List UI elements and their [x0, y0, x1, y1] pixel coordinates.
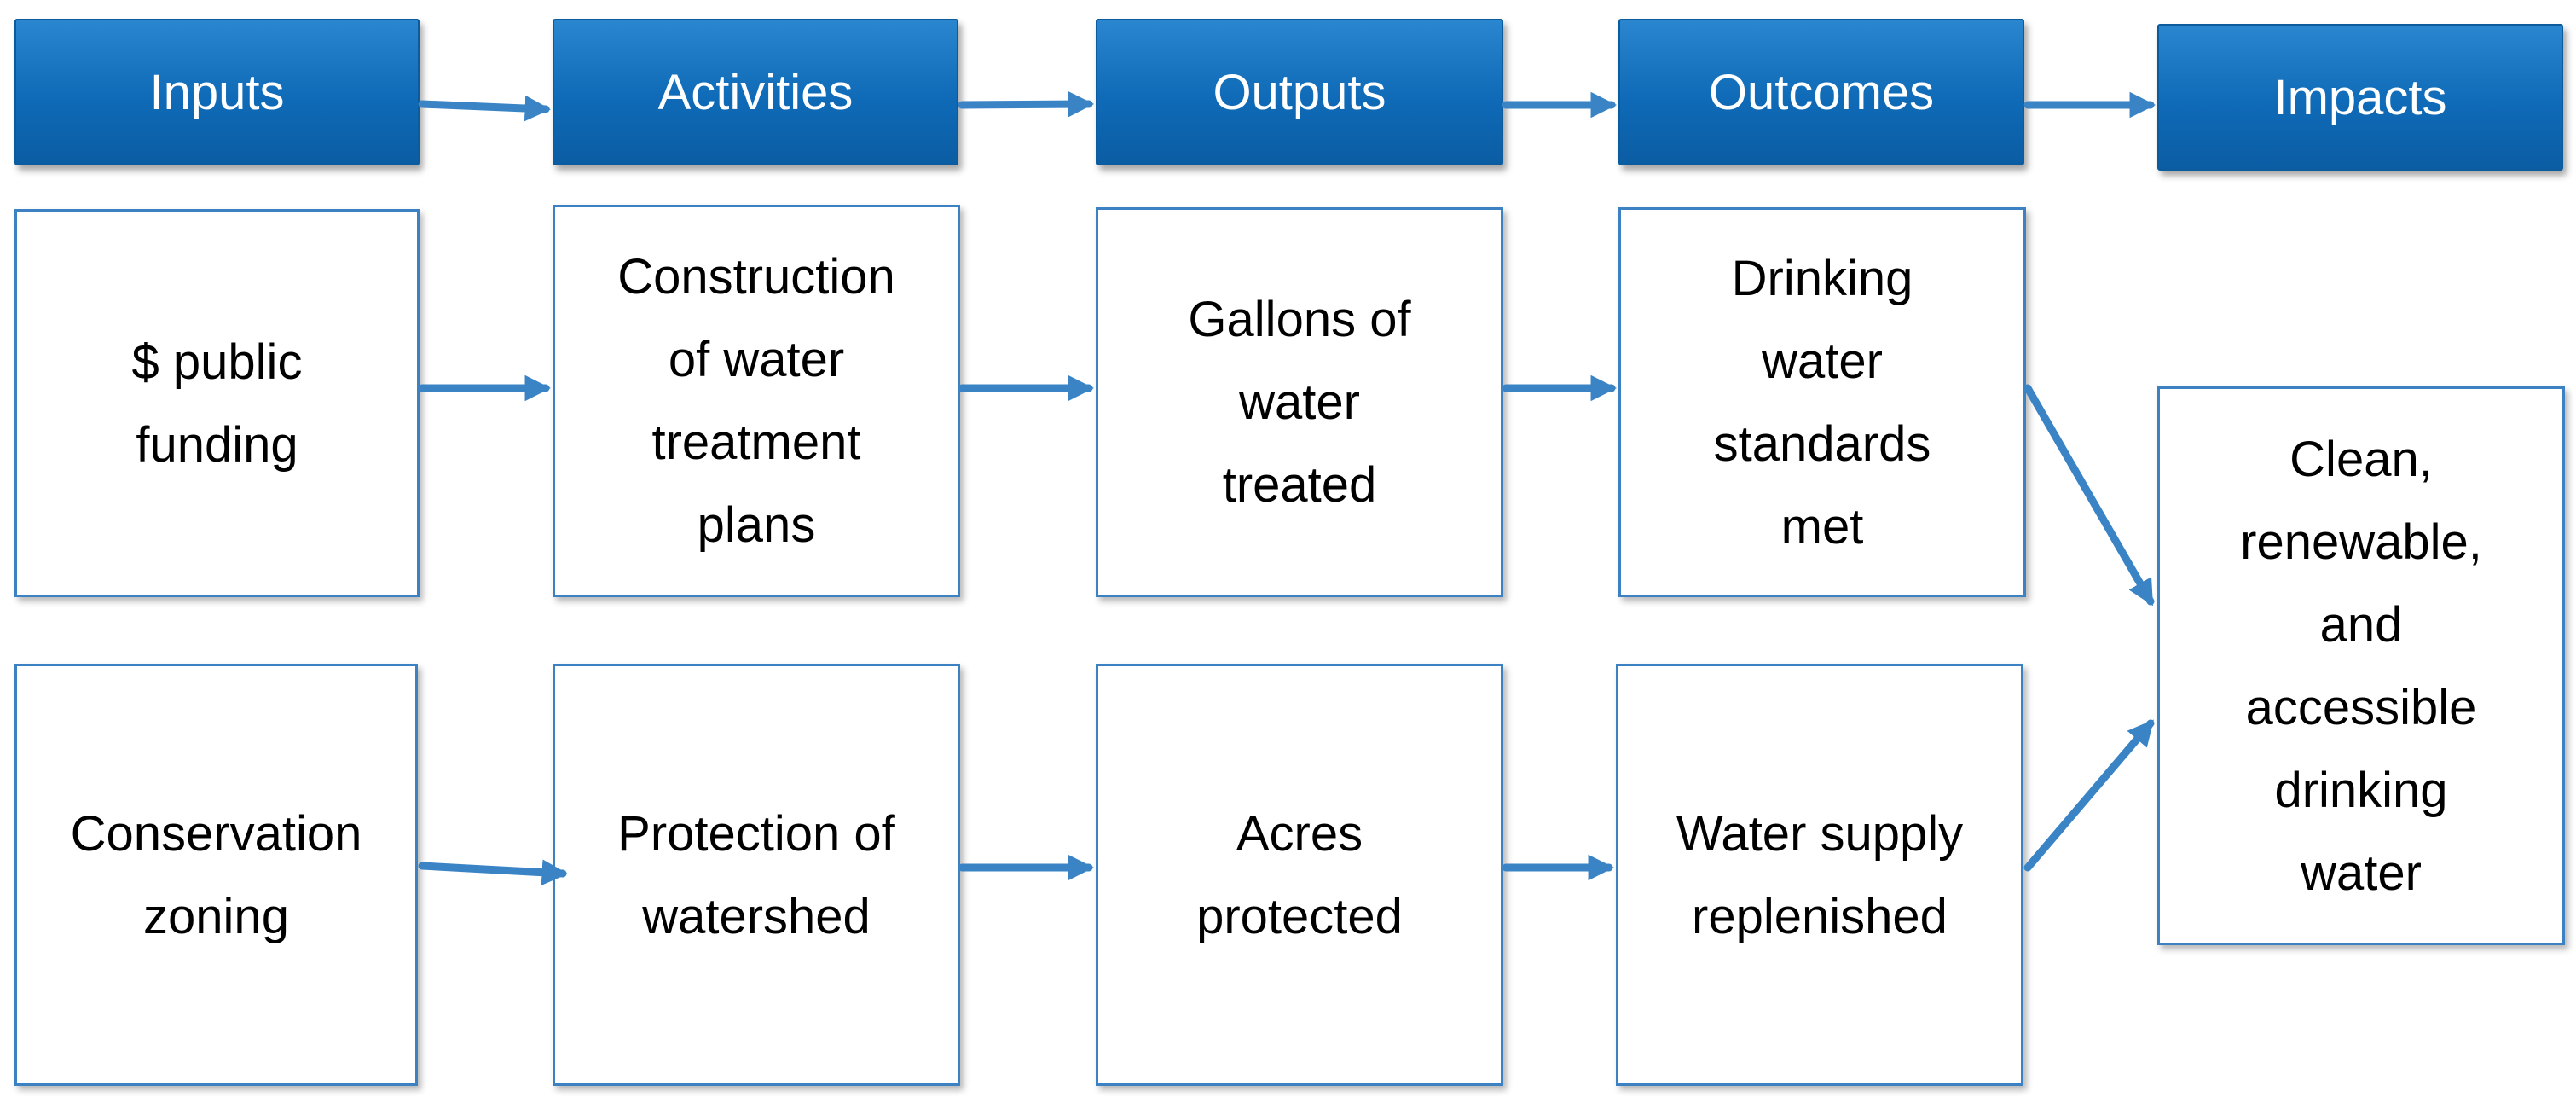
header-outputs: Outputs: [1096, 19, 1503, 165]
row1-activity-text: Construction of water treatment plans: [617, 249, 895, 553]
arrow-inputs-activities: [418, 95, 552, 122]
arrow-row2-input-activity: [418, 859, 569, 885]
row1-outcome-text: Drinking water standards met: [1713, 250, 1931, 554]
row2-activity-box: Protection of watershed: [553, 664, 960, 1086]
row1-input-text: $ public funding: [131, 334, 303, 473]
row1-output-text: Gallons of water treated: [1188, 292, 1411, 513]
row2-input-text: Conservation zoning: [70, 805, 362, 944]
header-outputs-label: Outputs: [1213, 64, 1386, 120]
row1-outcome-box: Drinking water standards met: [1618, 207, 2026, 597]
impact-box: Clean, renewable, and accessible drinkin…: [2157, 386, 2565, 945]
row1-input-box: $ public funding: [14, 209, 420, 597]
header-inputs: Inputs: [14, 19, 420, 165]
header-impacts: Impacts: [2157, 24, 2563, 171]
header-impacts-label: Impacts: [2273, 69, 2447, 125]
header-outcomes: Outcomes: [1618, 19, 2024, 165]
row1-output-box: Gallons of water treated: [1096, 207, 1503, 597]
row2-output-text: Acres protected: [1196, 805, 1403, 944]
row2-outcome-box: Water supply replenished: [1616, 664, 2023, 1086]
header-inputs-label: Inputs: [149, 64, 285, 120]
impact-text: Clean, renewable, and accessible drinkin…: [2240, 431, 2482, 901]
arrow-row1-outcome-impact: [2023, 384, 2155, 607]
arrow-row2-outcome-impact: [2023, 719, 2155, 872]
row2-input-box: Conservation zoning: [14, 664, 418, 1086]
arrow-activities-outputs: [958, 90, 1095, 118]
row2-output-box: Acres protected: [1096, 664, 1503, 1086]
row1-activity-box: Construction of water treatment plans: [553, 205, 960, 597]
row2-outcome-text: Water supply replenished: [1676, 805, 1964, 944]
header-activities: Activities: [553, 19, 958, 165]
row2-activity-text: Protection of watershed: [617, 805, 895, 944]
header-outcomes-label: Outcomes: [1708, 64, 1935, 120]
header-activities-label: Activities: [657, 64, 854, 120]
